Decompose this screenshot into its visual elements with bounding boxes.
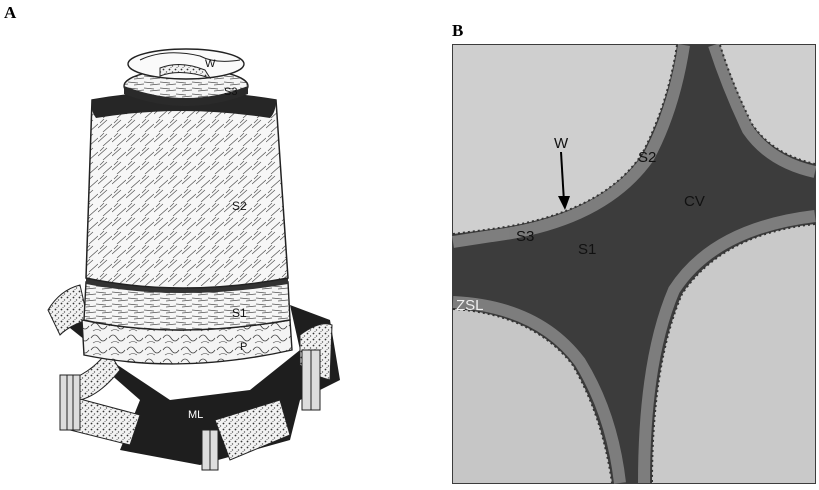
panel-a-letter: A <box>4 4 16 21</box>
label-w: W <box>554 135 569 152</box>
label-s2: S2 <box>232 199 247 213</box>
micrograph: W S2 CV S3 S1 ZSL <box>452 44 816 484</box>
label-s1: S1 <box>578 241 596 258</box>
label-p: P <box>240 341 247 353</box>
label-cv: CV <box>684 193 705 210</box>
label-w: W <box>205 58 216 70</box>
s2-layer <box>86 92 288 288</box>
label-s2: S2 <box>638 149 656 166</box>
label-zsl: ZSL <box>456 297 484 314</box>
panel-b-letter: B <box>452 22 463 39</box>
warty-layer <box>128 49 244 79</box>
label-s3: S3 <box>224 86 237 98</box>
label-s3: S3 <box>516 228 534 245</box>
cell-wall-diagram: W S3 S2 S1 P ML <box>0 20 360 480</box>
label-ml: ML <box>188 409 203 421</box>
label-s1: S1 <box>232 306 247 320</box>
